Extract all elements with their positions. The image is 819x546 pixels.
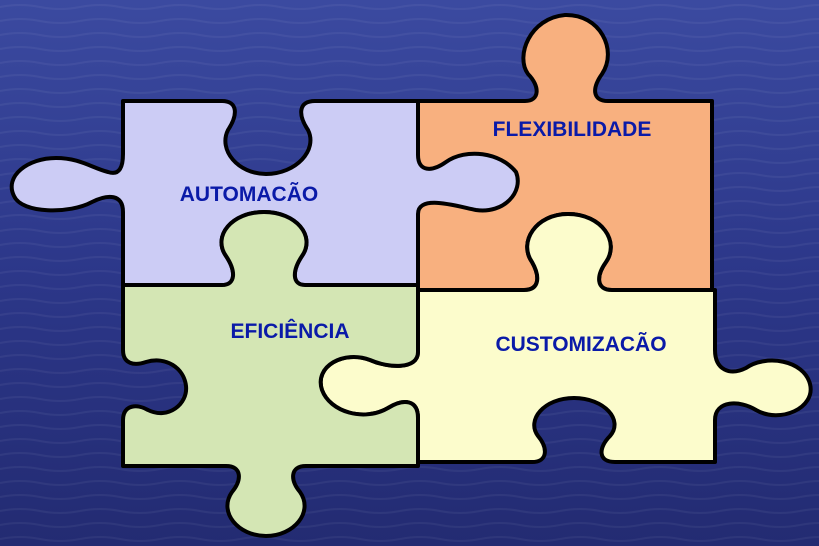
label-eficiencia: EFICIÊNCIA [230,319,349,343]
label-customizacao: CUSTOMIZACÃO [495,333,666,356]
label-automacao: AUTOMACÃO [180,183,318,206]
label-flexibilidade: FLEXIBILIDADE [493,118,652,141]
piece-eficiencia [121,210,420,538]
